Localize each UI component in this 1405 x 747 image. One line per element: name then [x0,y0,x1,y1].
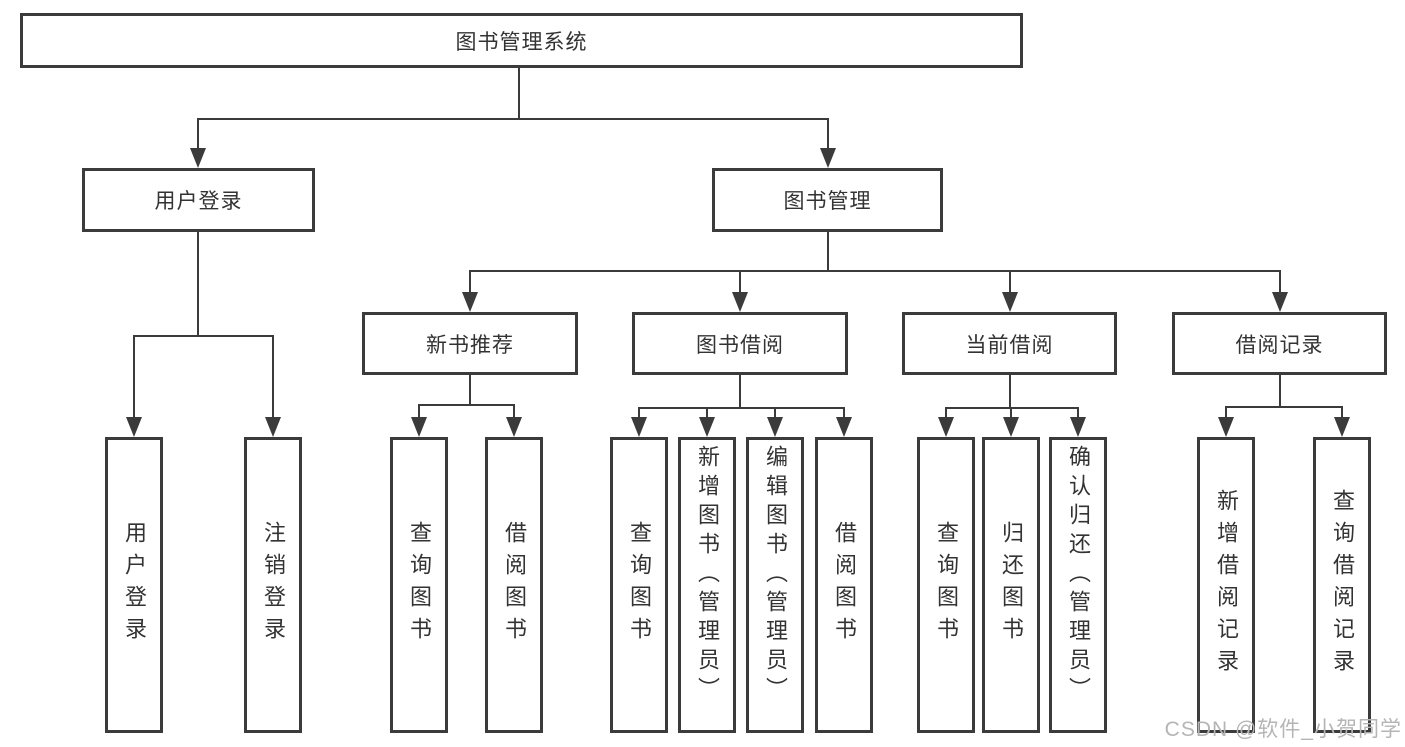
arrow-down-icon [506,404,522,437]
arrow-down-icon [820,118,836,168]
connector-vline-user-login [197,230,199,337]
arrow-down-icon [1218,406,1234,437]
arrow-down-icon [938,407,954,437]
node-add-borrow-record: 新增借阅记录 [1197,437,1255,733]
node-query-borrow-record: 查询借阅记录 [1313,437,1371,733]
node-library-system: 图书管理系统 [20,13,1023,68]
node-label: 查询图书 [407,521,432,649]
node-label: 查询图书 [934,521,959,649]
node-borrowing-records: 借阅记录 [1172,312,1387,375]
node-query-books-borrowing: 查询图书 [610,437,668,733]
connector-hline-new-book [418,404,515,406]
node-confirm-return-admin: 确认归还（管理员） [1049,437,1107,733]
node-label: 新书推荐 [426,333,514,357]
node-return-books: 归还图书 [982,437,1040,733]
watermark-text: CSDN @软件_小贺同学 [1164,718,1402,741]
arrow-down-icon [1070,407,1086,437]
node-add-books-admin: 新增图书（管理员） [678,437,736,733]
node-current-borrowing: 当前借阅 [902,312,1117,375]
arrow-down-icon [190,118,206,168]
node-book-management-branch: 图书管理 [712,168,943,232]
node-label: 用户登录 [154,190,243,213]
arrow-down-icon [1334,406,1350,437]
arrow-down-icon [1003,407,1019,437]
connector-hline-current-borrow [945,407,1079,409]
connector-hline-user-login [133,335,274,337]
connector-vline-book-borrow [739,373,741,409]
node-label: 查询借阅记录 [1330,489,1355,681]
node-user-login-leaf: 用户登录 [105,437,163,733]
node-new-book-recommendation: 新书推荐 [362,312,578,375]
connector-hline-book-mgmt [469,270,1281,272]
connector-vline-borrow-records [1279,373,1281,408]
arrow-down-icon [126,335,142,437]
node-query-books-recommend: 查询图书 [390,437,448,733]
node-label: 查询图书 [627,521,652,649]
node-user-login-branch: 用户登录 [82,168,315,232]
node-label: 新增借阅记录 [1214,489,1239,681]
node-label: 借阅记录 [1235,333,1324,357]
node-label: 新增图书（管理员） [695,445,720,706]
arrow-down-icon [1272,270,1288,312]
node-label: 图书管理系统 [455,30,588,54]
node-label: 当前借阅 [965,333,1054,357]
connector-hline-level1 [197,118,829,120]
connector-vline-book-mgmt [827,230,829,272]
connector-hline-borrow-records [1225,406,1343,408]
node-label: 注销登录 [261,521,286,649]
arrow-down-icon [1002,270,1018,312]
node-edit-books-admin: 编辑图书（管理员） [746,437,804,733]
node-label: 归还图书 [999,521,1024,649]
node-label: 借阅图书 [502,521,527,649]
arrow-down-icon [265,335,281,437]
connector-hline-book-borrow [638,407,845,409]
arrow-down-icon [699,407,715,437]
node-label: 借阅图书 [832,521,857,649]
node-borrow-books-recommend: 借阅图书 [485,437,543,733]
node-query-books-current: 查询图书 [917,437,975,733]
arrow-down-icon [411,404,427,437]
arrow-down-icon [767,407,783,437]
node-label: 图书借阅 [696,333,784,357]
arrow-down-icon [836,407,852,437]
node-book-borrowing: 图书借阅 [632,312,848,375]
arrow-down-icon [732,270,748,312]
connector-vline-root [518,66,520,120]
node-label: 用户登录 [122,521,147,649]
connector-vline-new-book [469,373,471,406]
node-label: 编辑图书（管理员） [763,445,788,706]
arrow-down-icon [462,270,478,312]
node-borrow-books-borrowing: 借阅图书 [815,437,873,733]
connector-vline-current-borrow [1009,373,1011,409]
node-label: 图书管理 [783,190,872,213]
node-logout-leaf: 注销登录 [244,437,302,733]
arrow-down-icon [631,407,647,437]
node-label: 确认归还（管理员） [1066,445,1091,706]
